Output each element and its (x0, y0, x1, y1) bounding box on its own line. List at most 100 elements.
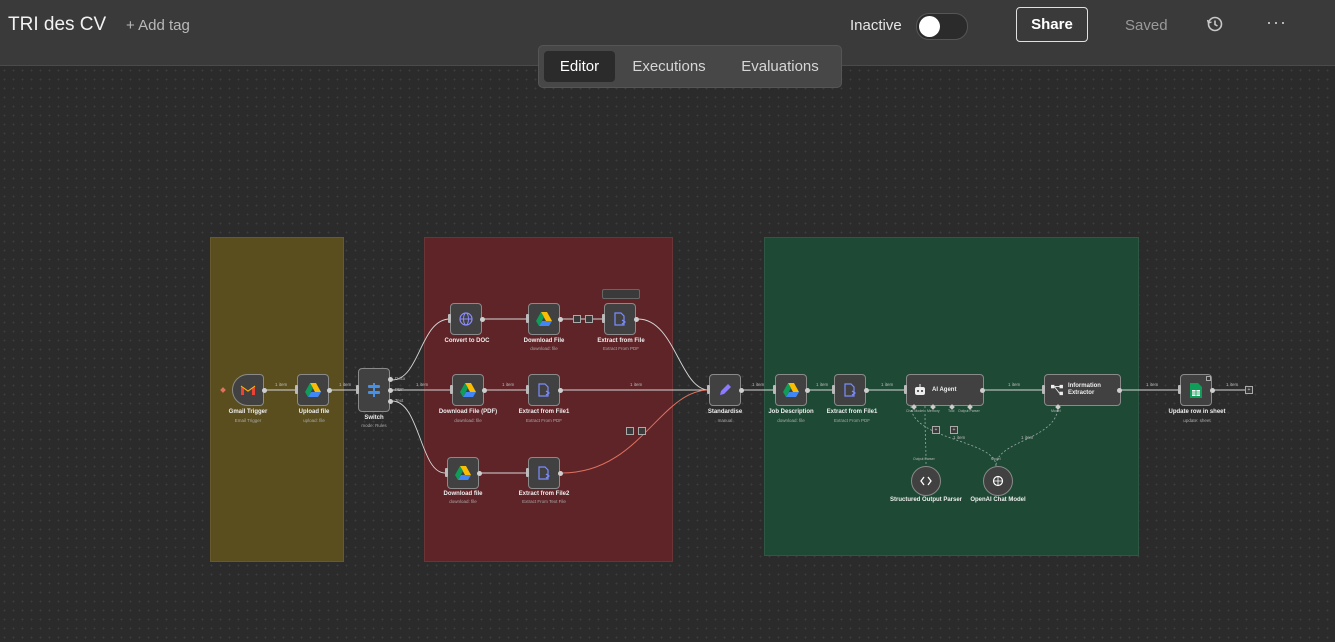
input-handle[interactable] (526, 385, 529, 394)
input-handle[interactable] (832, 385, 835, 394)
input-handle[interactable] (450, 385, 453, 394)
input-handle[interactable] (448, 314, 451, 323)
edge-item-count: 1 item (1226, 382, 1239, 387)
output-port[interactable] (558, 317, 563, 322)
node-label: Download File (PDF) (438, 409, 498, 415)
node-subtitle: manual (717, 418, 733, 423)
node-label: Information Extractor (1067, 383, 1101, 396)
output-port[interactable] (262, 388, 267, 393)
edge-add-button[interactable] (626, 427, 634, 435)
extract-from-file2-node[interactable] (528, 457, 560, 489)
google-drive-icon (305, 383, 321, 397)
edge-item-count: 1 item (1021, 435, 1034, 440)
output-port[interactable] (558, 388, 563, 393)
node-subtitle: Extract From PDF (525, 418, 562, 423)
more-options-icon[interactable]: ··· (1266, 12, 1287, 32)
input-handle[interactable] (904, 385, 907, 394)
download-file-pdf-node[interactable] (452, 374, 484, 406)
node-label: Convert to DOC (444, 338, 490, 344)
add-node-button[interactable]: + (1245, 386, 1253, 394)
history-icon[interactable] (1205, 14, 1225, 34)
download-file-node[interactable] (528, 303, 560, 335)
output-port[interactable] (558, 471, 563, 476)
edge-add-button[interactable] (573, 315, 581, 323)
input-handle[interactable] (356, 385, 359, 394)
edge-delete-button[interactable] (585, 315, 593, 323)
input-handle[interactable] (602, 314, 605, 323)
node-label: Extract from File1 (826, 409, 878, 415)
workflow-title[interactable]: TRI des CV (8, 14, 107, 35)
edge-item-count: 1 item (816, 382, 829, 387)
output-port[interactable] (739, 388, 744, 393)
google-drive-icon (536, 312, 552, 326)
output-port[interactable] (482, 388, 487, 393)
share-button[interactable]: Share (1016, 7, 1088, 42)
port-label: Model (1051, 409, 1061, 413)
node-label: Update row in sheet (1168, 409, 1226, 415)
add-tool-button[interactable]: + (950, 426, 958, 434)
output-port[interactable] (805, 388, 810, 393)
extract-from-file1-node[interactable] (528, 374, 560, 406)
job-description-node[interactable] (775, 374, 807, 406)
node-subtitle: Extract From PDF (602, 346, 639, 351)
node-subtitle: Extract From Text File (522, 499, 566, 504)
add-tag-button[interactable]: + Add tag (126, 17, 190, 34)
output-port[interactable] (477, 471, 482, 476)
node-label: Gmail Trigger (228, 409, 268, 415)
active-toggle[interactable] (916, 13, 968, 40)
node-subtitle: mode: Rules (361, 423, 387, 428)
ai-agent-node[interactable]: AI Agent (906, 374, 984, 406)
input-handle[interactable] (773, 385, 776, 394)
node-subtitle: download: file (449, 499, 477, 504)
port-label: Tool (948, 409, 955, 413)
tab-evaluations[interactable]: Evaluations (741, 58, 819, 75)
upload-file-node[interactable] (297, 374, 329, 406)
edge-item-count: 1 item (881, 382, 894, 387)
structured-output-parser-node[interactable] (911, 466, 941, 496)
status-label: Inactive (850, 17, 902, 34)
file-extract-icon (614, 312, 627, 326)
node-toolbar[interactable] (602, 289, 640, 299)
output-port-text[interactable] (388, 399, 393, 404)
output-port[interactable] (980, 388, 985, 393)
input-handle[interactable] (526, 468, 529, 477)
node-label: AI Agent (932, 386, 957, 393)
output-port[interactable] (864, 388, 869, 393)
output-port[interactable] (480, 317, 485, 322)
output-port[interactable] (1117, 388, 1122, 393)
output-port-docx[interactable] (388, 377, 393, 382)
convert-to-doc-node[interactable] (450, 303, 482, 335)
input-handle[interactable] (1042, 385, 1045, 394)
node-subtitle: Extract From PDF (833, 418, 870, 423)
output-port[interactable] (634, 317, 639, 322)
view-tabs: Editor Executions Evaluations (538, 45, 842, 88)
openai-chat-model-node[interactable] (983, 466, 1013, 496)
node-subtitle: Email Trigger (234, 418, 262, 423)
gmail-icon (240, 385, 256, 395)
switch-output-label: Text (395, 398, 404, 403)
standardise-node[interactable] (709, 374, 741, 406)
tab-editor[interactable]: Editor (544, 51, 615, 82)
tab-executions[interactable]: Executions (632, 58, 706, 75)
edge-item-count: 1 item (339, 382, 352, 387)
switch-node[interactable] (358, 368, 390, 412)
gmail-trigger-node[interactable] (232, 374, 264, 406)
node-label: Upload file (298, 409, 330, 415)
switch-icon (368, 383, 380, 397)
input-handle[interactable] (1178, 385, 1181, 394)
output-port[interactable] (1210, 388, 1215, 393)
switch-output-label: PDF (395, 387, 404, 392)
input-handle[interactable] (526, 314, 529, 323)
input-handle[interactable] (445, 468, 448, 477)
input-handle[interactable] (707, 385, 710, 394)
google-drive-icon (783, 383, 799, 397)
extract-from-file1-green-node[interactable] (834, 374, 866, 406)
input-handle[interactable] (295, 385, 298, 394)
add-memory-button[interactable]: + (932, 426, 940, 434)
output-port-pdf[interactable] (388, 388, 393, 393)
information-extractor-node[interactable]: Information Extractor (1044, 374, 1121, 406)
edge-delete-button[interactable] (638, 427, 646, 435)
extract-from-file-node[interactable] (604, 303, 636, 335)
download-file-text-node[interactable] (447, 457, 479, 489)
output-port[interactable] (327, 388, 332, 393)
